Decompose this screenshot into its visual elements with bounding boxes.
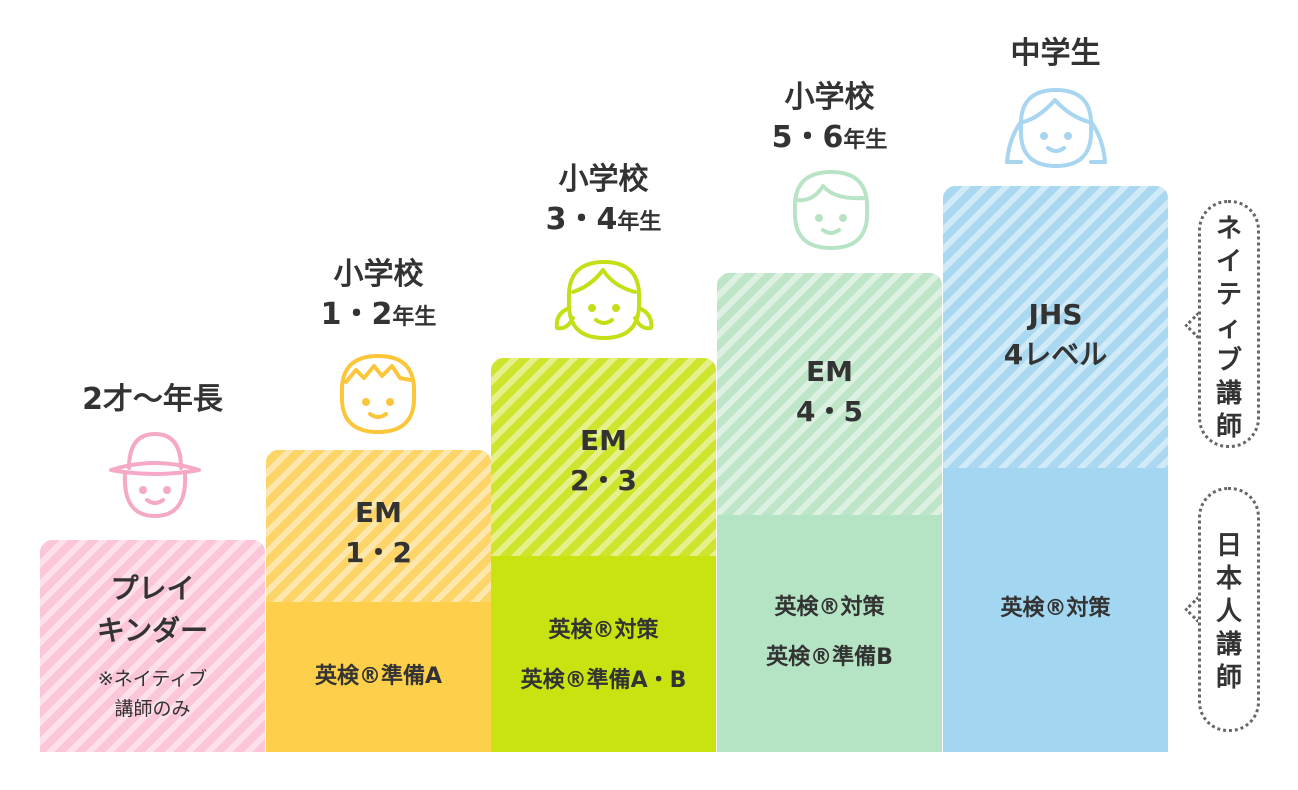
level-block-jhs: JHS 4レベル	[943, 186, 1168, 468]
grade-label-elem34: 小学校 3・4年生	[491, 160, 716, 243]
japanese-teacher-block-elem34: 英検®対策 英検®準備A・B	[491, 556, 716, 752]
grade-label-line1: 小学校	[784, 80, 875, 115]
japanese-course-line1: 英検®対策	[1000, 596, 1111, 621]
course-name-line1: プレイ	[110, 572, 195, 605]
japanese-course-line1: 英検®対策	[774, 595, 885, 620]
japanese-teacher-block-elem12: 英検®準備A	[266, 602, 491, 752]
course-name-line2: 1・2	[345, 536, 412, 569]
note-line2: 講師のみ	[114, 698, 191, 720]
grade-label-elem12: 小学校 1・2年生	[266, 255, 491, 338]
course-name-line2: 4・5	[796, 395, 863, 428]
japanese-teacher-bubble: 日 本 人 講 師	[1198, 487, 1260, 732]
level-block-elem12: EM 1・2	[266, 450, 491, 602]
grade-label-line1: 小学校	[558, 162, 649, 197]
course-name-line2: 4レベル	[1003, 338, 1108, 371]
grade-label-line1: 小学校	[333, 257, 424, 292]
student-face-icon-girl	[1005, 88, 1107, 168]
grade-suffix: 年生	[392, 305, 437, 330]
level-block-elem34: EM 2・3	[491, 358, 716, 556]
course-name-line1: EM	[806, 355, 853, 388]
japanese-course-line1: 英検®対策	[548, 618, 659, 643]
grade-label-elem56: 小学校 5・6年生	[717, 78, 942, 161]
level-block-prekinder: プレイ キンダー ※ネイティブ 講師のみ	[40, 540, 265, 752]
grade-label-text: 中学生	[1010, 36, 1101, 71]
native-teacher-label: ネ イ テ ィ ブ 講 師	[1215, 214, 1242, 442]
level-block-elem56: EM 4・5	[717, 273, 942, 515]
japanese-course-line2: 英検®準備A・B	[520, 668, 687, 693]
japanese-teacher-block-jhs: 英検®対策	[943, 468, 1168, 752]
japanese-course-line2: 英検®準備B	[766, 645, 893, 670]
course-name-line1: JHS	[1028, 298, 1083, 331]
grade-label-prekinder: 2才〜年長	[40, 380, 265, 420]
grade-label-jhs: 中学生	[943, 34, 1168, 74]
japanese-teacher-block-elem56: 英検®対策 英検®準備B	[717, 515, 942, 752]
course-name-line2: キンダー	[96, 614, 209, 647]
child-face-icon-boy	[339, 354, 417, 434]
course-name-line2: 2・3	[570, 464, 637, 497]
grade-label-line2: 5・6	[771, 120, 844, 155]
grade-suffix: 年生	[843, 128, 888, 153]
native-teacher-bubble: ネ イ テ ィ ブ 講 師	[1198, 200, 1260, 448]
course-name-line1: EM	[580, 424, 627, 457]
child-face-icon-boy	[792, 170, 870, 250]
child-face-icon-girl	[554, 260, 654, 340]
japanese-course-line1: 英検®準備A	[314, 664, 443, 689]
course-name-line1: EM	[355, 496, 402, 529]
grade-label-text: 2才〜年長	[82, 382, 223, 417]
grade-suffix: 年生	[617, 210, 662, 235]
grade-label-line2: 3・4	[545, 202, 618, 237]
grade-label-line2: 1・2	[320, 297, 393, 332]
child-face-icon-hat	[109, 432, 201, 518]
note-line1: ※ネイティブ	[97, 668, 208, 690]
japanese-teacher-label: 日 本 人 講 師	[1215, 531, 1242, 693]
